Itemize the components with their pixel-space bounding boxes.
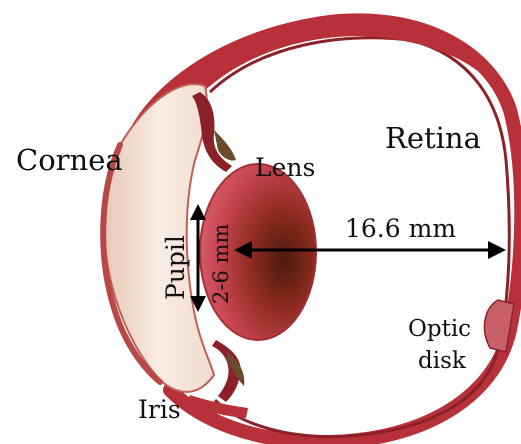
label-optic-disk-line1: Optic	[408, 316, 471, 342]
label-retina: Retina	[385, 121, 481, 155]
label-optic-disk-line2: disk	[418, 348, 467, 374]
label-lens: Lens	[255, 153, 315, 182]
label-eye-length: 16.6 mm	[345, 214, 456, 243]
label-iris: Iris	[138, 395, 181, 424]
sclera-top-thick	[175, 20, 495, 95]
label-pupil: Pupil	[161, 235, 190, 300]
label-cornea: Cornea	[16, 143, 123, 177]
label-pupil-size: 2-6 mm	[209, 224, 233, 304]
